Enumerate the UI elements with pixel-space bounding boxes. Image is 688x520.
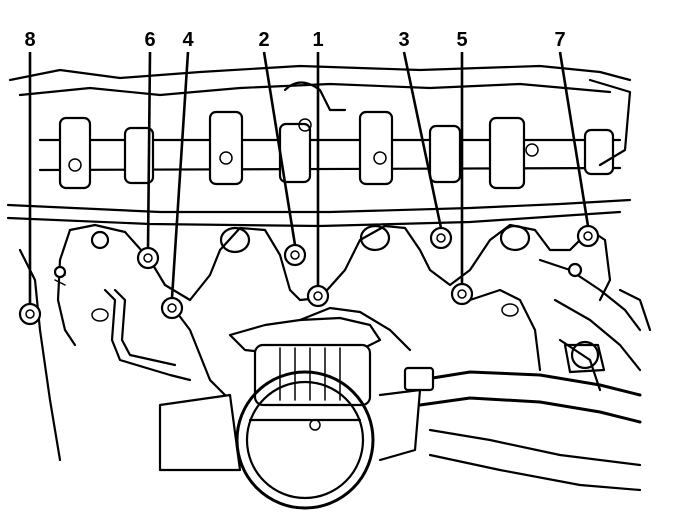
callout-labels: 1 2 3 4 5 6 7 8: [24, 29, 565, 51]
camshaft-assembly: [8, 64, 632, 190]
bolt-1: [306, 284, 330, 308]
bolt-8: [18, 302, 42, 326]
leader-lines: [28, 51, 590, 304]
throttle-body: [158, 316, 422, 510]
bracket: [18, 248, 192, 462]
cylinder-head-edge: [6, 198, 632, 228]
callout-3: 3: [398, 29, 409, 51]
bolt-3: [429, 226, 453, 250]
callout-6: 6: [144, 29, 155, 51]
bolt-6: [136, 246, 160, 270]
hoses: [403, 288, 652, 492]
stud-extra: [53, 230, 583, 279]
callout-7: 7: [554, 29, 565, 51]
exhaust-manifold: [56, 223, 642, 397]
callout-1: 1: [312, 29, 323, 51]
bolt-4: [160, 296, 184, 320]
callout-4: 4: [182, 29, 194, 51]
bolt-7: [576, 224, 600, 248]
bolt-2: [283, 243, 307, 267]
bolt-5: [450, 282, 474, 306]
callout-8: 8: [24, 29, 35, 51]
callout-5: 5: [456, 29, 467, 51]
callout-2: 2: [258, 29, 269, 51]
